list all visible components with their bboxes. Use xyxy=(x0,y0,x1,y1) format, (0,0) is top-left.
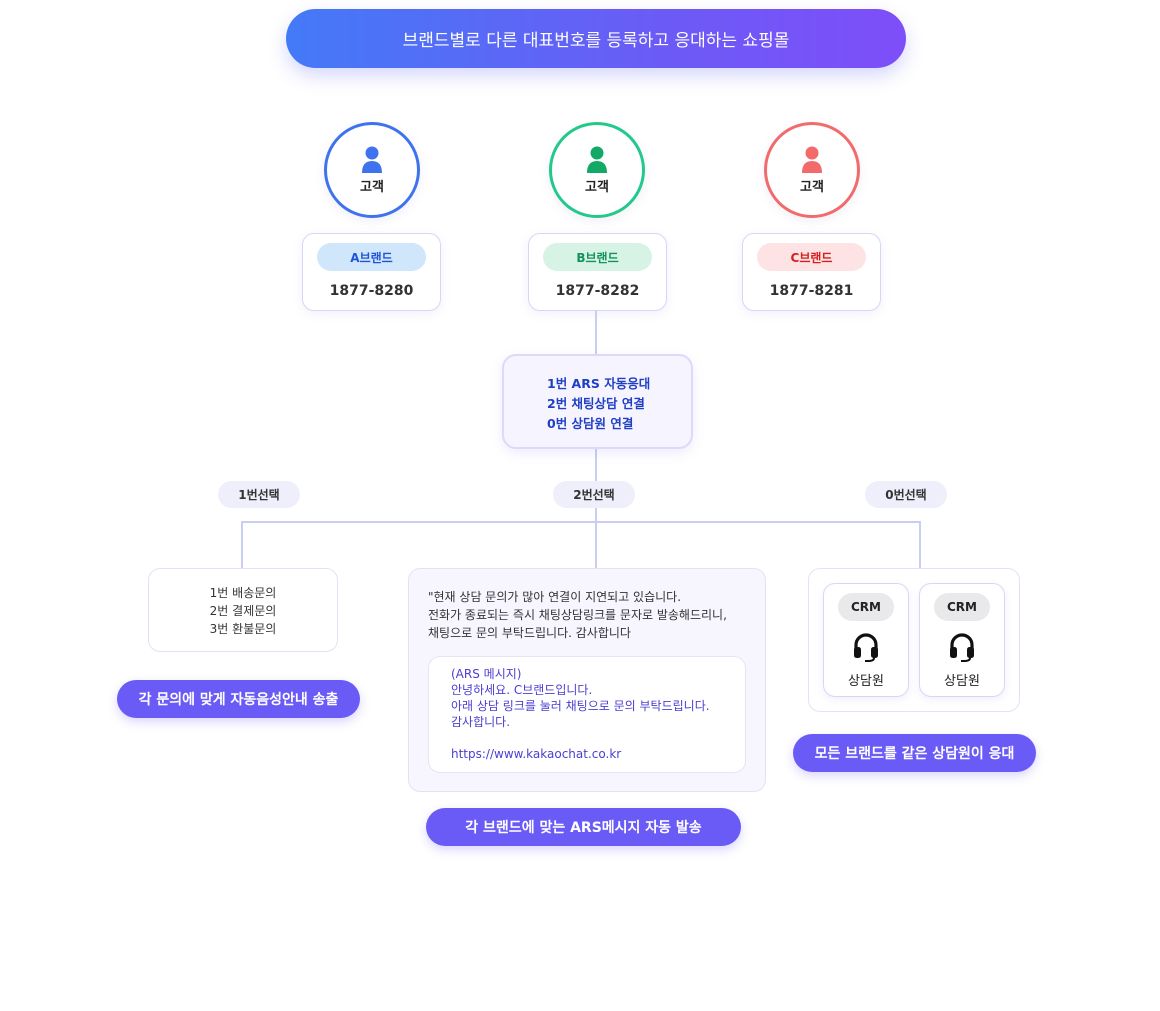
ars-menu-item: 0번 상담원 연결 xyxy=(547,416,634,431)
notice-line: "현재 상담 문의가 많아 연결이 지연되고 있습니다. xyxy=(428,590,682,604)
chat-link[interactable]: https://www.kakaochat.co.kr xyxy=(451,747,622,761)
voice-menu-item: 1번 배송문의 xyxy=(209,586,277,600)
crm-tag: CRM xyxy=(934,593,990,621)
headset-icon xyxy=(854,633,878,662)
select-0-label: 0번선택 xyxy=(865,481,947,508)
notice-line: 전화가 종료되는 즉시 채팅상담링크를 문자로 발송해드리니, xyxy=(428,608,727,622)
customer-b: 고객 xyxy=(549,122,645,218)
chat-message-box: "현재 상담 문의가 많아 연결이 지연되고 있습니다. 전화가 종료되는 즉시… xyxy=(408,568,766,792)
agent-label: 상담원 xyxy=(848,674,884,689)
connector-ars-to-branch xyxy=(595,449,597,569)
sms-line: 감사합니다. xyxy=(451,715,511,729)
sms-line: 아래 상담 링크를 눌러 채팅으로 문의 부탁드립니다. xyxy=(451,699,710,713)
delay-notice: "현재 상담 문의가 많아 연결이 지연되고 있습니다. 전화가 종료되는 즉시… xyxy=(428,588,727,642)
connector-left-drop xyxy=(241,521,243,569)
agent-label: 상담원 xyxy=(944,674,980,689)
sms-message-box: (ARS 메시지) 안녕하세요. C브랜드입니다. 아래 상담 링크를 눌러 채… xyxy=(428,656,746,773)
brand-a-tag: A브랜드 xyxy=(317,243,426,271)
agent-card: CRM 상담원 xyxy=(823,583,909,697)
person-icon xyxy=(587,146,607,173)
notice-line: 채팅으로 문의 부탁드립니다. 감사합니다 xyxy=(428,626,631,640)
customer-label: 고객 xyxy=(800,179,824,195)
brand-a-number: 1877-8280 xyxy=(329,283,414,299)
customer-a: 고객 xyxy=(324,122,420,218)
auto-voice-menu-box: 1번 배송문의 2번 결제문의 3번 환불문의 xyxy=(148,568,338,652)
ars-message-caption: 각 브랜드에 맞는 ARS메시지 자동 발송 xyxy=(426,808,741,846)
connector-horizontal xyxy=(241,521,921,523)
ars-menu-item: 2번 채팅상담 연결 xyxy=(547,396,645,411)
customer-c: 고객 xyxy=(764,122,860,218)
agent-card: CRM 상담원 xyxy=(919,583,1005,697)
sms-line: 안녕하세요. C브랜드입니다. xyxy=(451,683,593,697)
customer-label: 고객 xyxy=(585,179,609,195)
connector-brand-to-ars xyxy=(595,311,597,354)
person-icon xyxy=(362,146,382,173)
select-2-label: 2번선택 xyxy=(553,481,635,508)
agent-group-box: CRM 상담원 CRM 상담원 xyxy=(808,568,1020,712)
select-1-label: 1번선택 xyxy=(218,481,300,508)
person-icon xyxy=(802,146,822,173)
brand-a-box: A브랜드 1877-8280 xyxy=(302,233,441,311)
voice-menu-item: 2번 결제문의 xyxy=(209,604,277,618)
connector-right-drop xyxy=(919,521,921,569)
brand-b-tag: B브랜드 xyxy=(543,243,652,271)
shared-agent-caption: 모든 브랜드를 같은 상담원이 응대 xyxy=(793,734,1036,772)
brand-b-number: 1877-8282 xyxy=(555,283,640,299)
sms-line: (ARS 메시지) xyxy=(451,667,522,681)
voice-menu-item: 3번 환불문의 xyxy=(209,622,277,636)
crm-tag: CRM xyxy=(838,593,894,621)
ars-menu-box: 1번 ARS 자동응대 2번 채팅상담 연결 0번 상담원 연결 xyxy=(502,354,693,449)
headset-icon xyxy=(950,633,974,662)
auto-voice-caption: 각 문의에 맞게 자동음성안내 송출 xyxy=(117,680,360,718)
brand-b-box: B브랜드 1877-8282 xyxy=(528,233,667,311)
ars-menu-item: 1번 ARS 자동응대 xyxy=(547,376,651,391)
customer-label: 고객 xyxy=(360,179,384,195)
brand-c-box: C브랜드 1877-8281 xyxy=(742,233,881,311)
brand-c-tag: C브랜드 xyxy=(757,243,866,271)
title-banner: 브랜드별로 다른 대표번호를 등록하고 응대하는 쇼핑몰 xyxy=(286,9,906,68)
brand-c-number: 1877-8281 xyxy=(769,283,854,299)
